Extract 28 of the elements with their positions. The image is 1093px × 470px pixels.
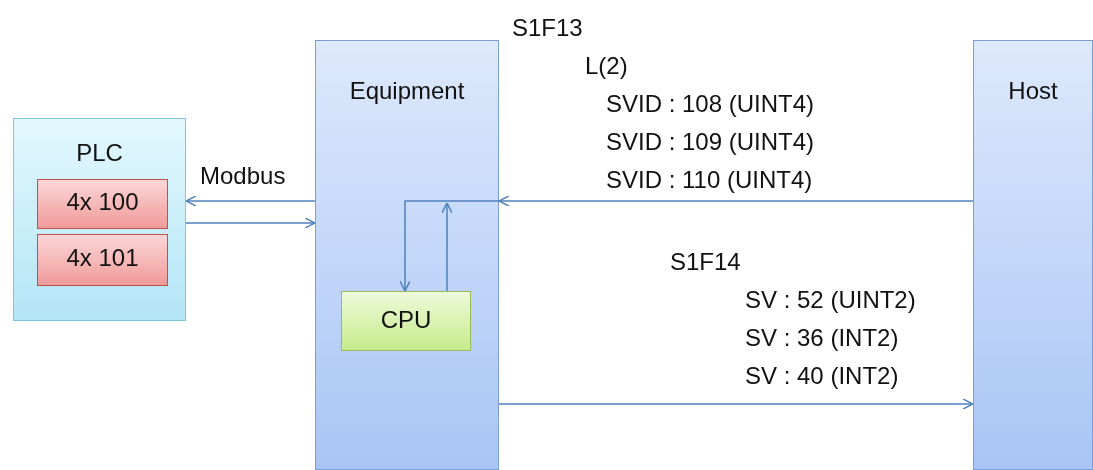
message-text: SVID : 110 (UINT4) (606, 166, 813, 194)
register-box (37, 234, 168, 286)
message-text: S1F14 (670, 248, 741, 276)
register-label: 4x 101 (65, 244, 140, 272)
message-text: S1F13 (512, 14, 583, 42)
arrow (498, 195, 974, 207)
edge-label: Modbus (200, 162, 286, 190)
processor-label: CPU (379, 306, 433, 334)
register-label: 4x 100 (65, 188, 140, 216)
device-panel (315, 40, 499, 470)
arrow (399, 200, 500, 292)
device-panel (973, 40, 1093, 470)
processor-box (341, 291, 471, 351)
message-text: SV : 52 (UINT2) (745, 286, 916, 314)
message-text: SV : 36 (INT2) (745, 324, 899, 352)
arrow (185, 195, 316, 207)
arrow (441, 202, 453, 292)
message-text: SVID : 109 (UINT4) (606, 128, 815, 156)
arrow (185, 217, 316, 229)
message-text: L(2) (585, 52, 628, 80)
arrow (498, 398, 974, 410)
message-text: SVID : 108 (UINT4) (606, 90, 815, 118)
device-panel (13, 118, 186, 321)
register-box (37, 179, 168, 229)
message-text: SV : 40 (INT2) (745, 362, 899, 390)
panel-title: Equipment (348, 77, 466, 105)
panel-title: Host (1007, 77, 1059, 105)
panel-title: PLC (75, 139, 124, 167)
